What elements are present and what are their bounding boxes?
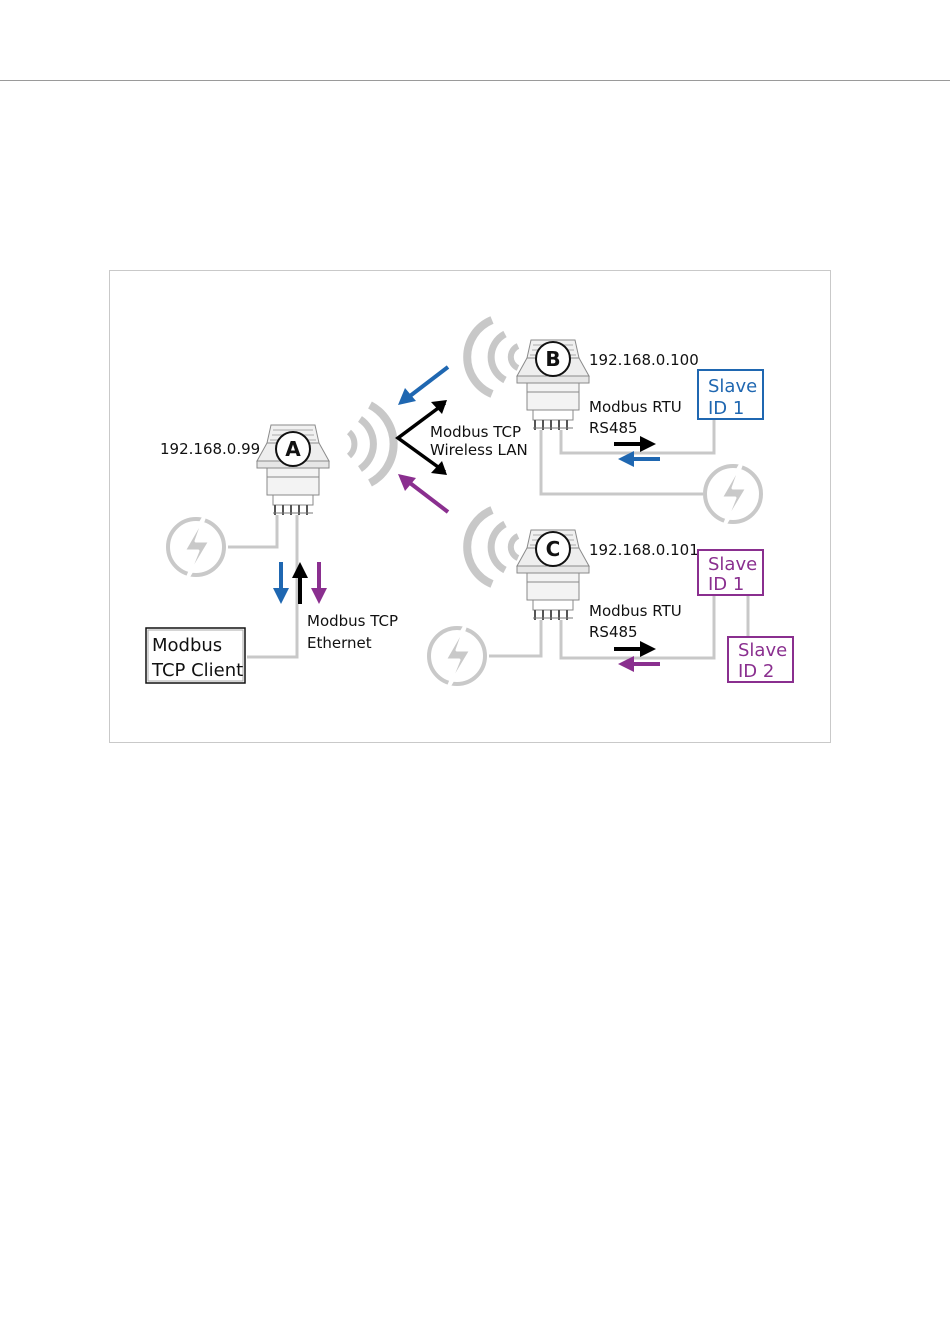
slave-c1-label-2: ID 1	[708, 574, 744, 595]
slave-c2-label-1: Slave	[738, 640, 787, 661]
wireless-label-1: Modbus TCP	[430, 423, 521, 441]
slave-b1-label-2: ID 1	[708, 398, 744, 419]
power-bolt-c-icon	[429, 622, 485, 690]
ethernet-label-1: Modbus TCP	[307, 612, 398, 630]
wireless-label-2: Wireless LAN	[430, 441, 528, 459]
client-label-1: Modbus	[152, 635, 222, 656]
node-a-ip: 192.168.0.99	[160, 440, 260, 458]
rtu-c-label-2: RS485	[589, 623, 638, 641]
node-b-ip: 192.168.0.100	[589, 351, 699, 369]
wifi-c-icon	[467, 510, 518, 584]
slave-c1-box: Slave ID 1	[698, 550, 763, 595]
blue-arrow-icon	[398, 367, 448, 405]
rtu-c-label-1: Modbus RTU	[589, 602, 682, 620]
purple-arrow-icon	[398, 474, 448, 512]
slave-c2-box: Slave ID 2	[728, 637, 793, 682]
ethernet-arrows-icon	[273, 562, 327, 604]
slave-c2-label-2: ID 2	[738, 661, 774, 682]
client-label-2: TCP Client	[151, 660, 243, 681]
rtu-b-label-1: Modbus RTU	[589, 398, 682, 416]
node-c-ip: 192.168.0.101	[589, 541, 699, 559]
node-c-letter: C	[546, 537, 561, 561]
power-bolt-b-icon	[705, 460, 761, 528]
rtu-b-label-2: RS485	[589, 419, 638, 437]
slave-b1-label-1: Slave	[708, 376, 757, 397]
power-bolt-a-icon	[168, 513, 224, 581]
tcp-client-box: Modbus TCP Client	[146, 628, 245, 683]
ethernet-label-2: Ethernet	[307, 634, 372, 652]
slave-c1-label-1: Slave	[708, 554, 757, 575]
slave-b1-box: Slave ID 1	[698, 370, 763, 419]
node-b-letter: B	[545, 347, 560, 371]
node-a-letter: A	[285, 437, 301, 461]
wifi-b-icon	[467, 320, 518, 394]
wifi-a-icon	[349, 405, 394, 483]
